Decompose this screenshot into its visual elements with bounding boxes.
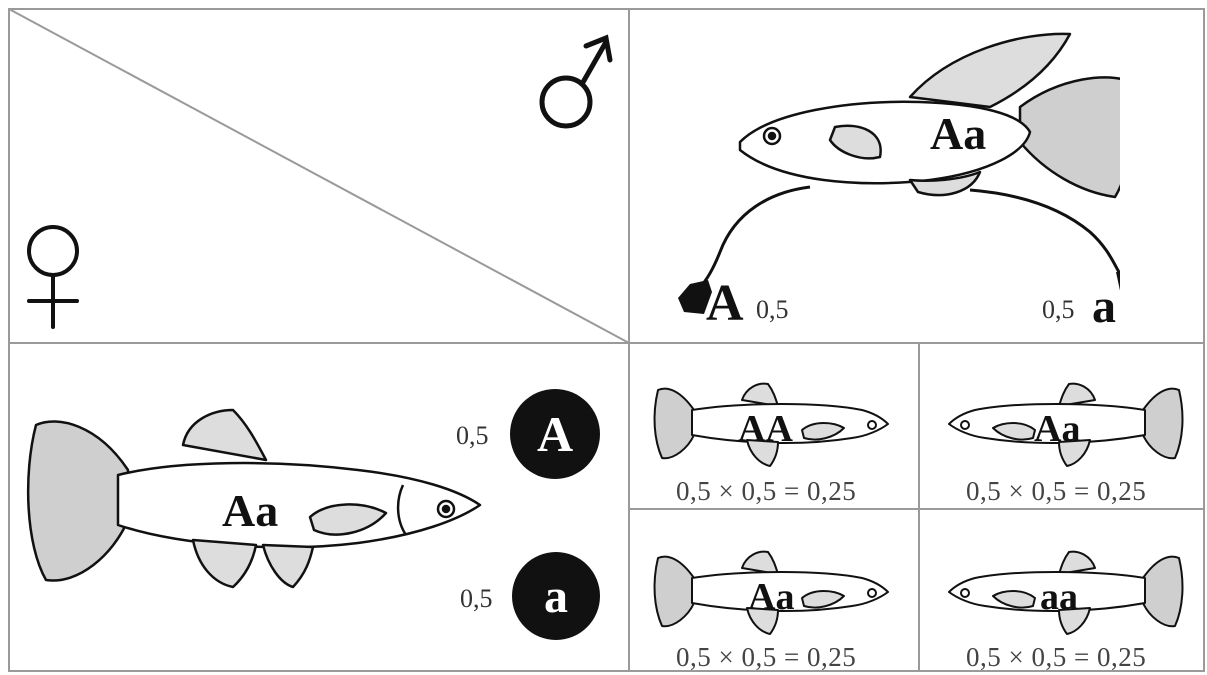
male-symbol-icon [530,24,620,134]
mother-gamete-a-upper-disc: A [510,389,600,479]
mother-gamete-a-lower-allele: a [544,569,568,624]
mother-gamete-a-lower-disc: a [512,552,600,640]
mother-gamete-a-upper-probability: 0,5 [456,423,489,449]
father-gamete-a-lower-allele: a [1092,283,1116,331]
mother-genotype: Aa [222,488,278,534]
offspring-1-genotype: AA [738,410,793,448]
mother-gamete-a-lower-probability: 0,5 [460,586,493,612]
offspring-4-genotype: aa [1040,578,1078,616]
father-gamete-a-lower-probability: 0,5 [1042,297,1075,323]
mother-gamete-a-upper-allele: A [537,405,573,463]
female-symbol-icon [15,215,95,335]
offspring-2-genotype: Aa [1034,410,1080,448]
father-gamete-a-upper-probability: 0,5 [756,297,789,323]
offspring-2-calculation: 0,5 × 0,5 = 0,25 [966,478,1146,505]
offspring-1-calculation: 0,5 × 0,5 = 0,25 [676,478,856,505]
offspring-3-calculation: 0,5 × 0,5 = 0,25 [676,644,856,671]
father-gamete-a-upper-allele: A [706,278,744,330]
father-genotype: Aa [930,111,986,157]
offspring-3-genotype: Aa [748,578,794,616]
offspring-4-calculation: 0,5 × 0,5 = 0,25 [966,644,1146,671]
